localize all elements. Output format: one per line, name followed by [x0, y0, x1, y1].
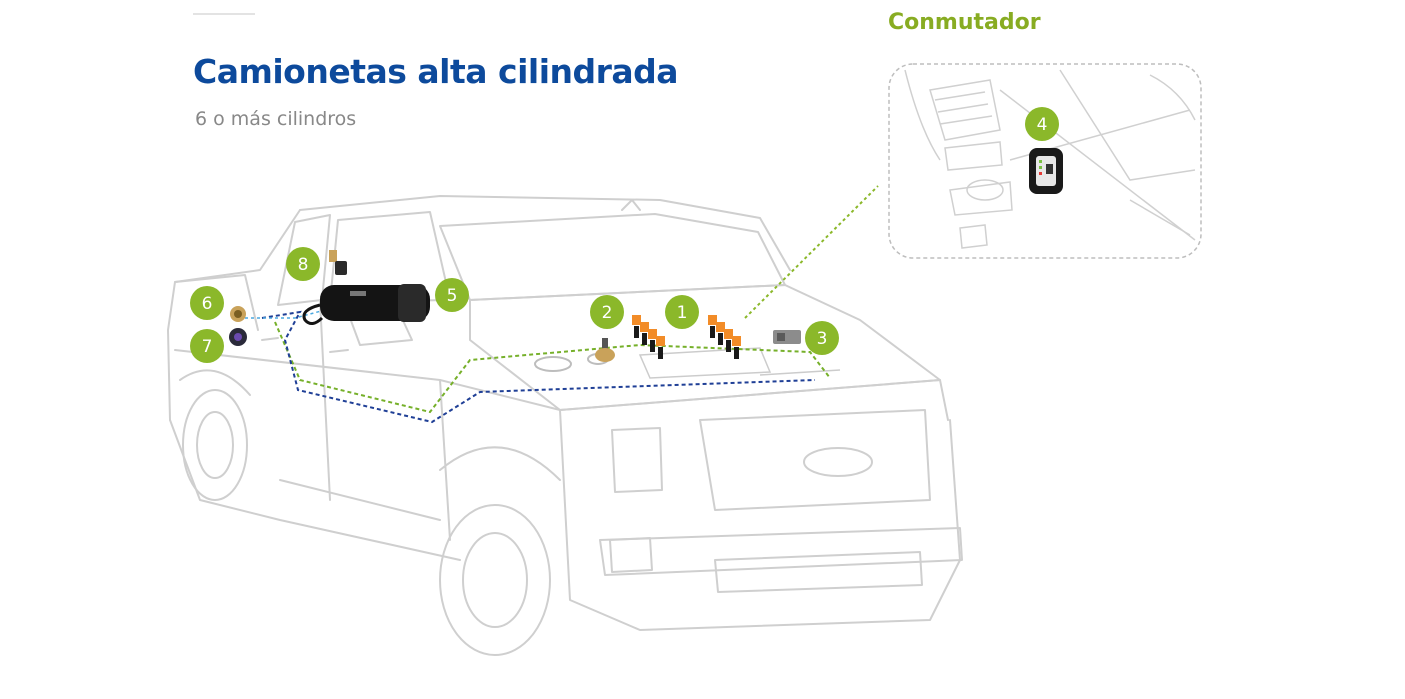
- switch-device: [1029, 148, 1063, 194]
- callout-badge-3: 3: [805, 321, 839, 355]
- callout-number-4: 4: [1037, 115, 1048, 135]
- reducer: [595, 338, 615, 362]
- injectors: [632, 315, 741, 359]
- callout-badge-2: 2: [590, 295, 624, 329]
- blue-fuel-line: [261, 310, 816, 424]
- callout-number-5: 5: [447, 286, 458, 306]
- top-divider: [193, 13, 255, 15]
- filling-valve: [230, 306, 246, 322]
- light-blue-fill-line: [245, 309, 326, 319]
- callout-badge-7: 7: [190, 329, 224, 363]
- callout-number-6: 6: [202, 294, 213, 314]
- filling-cap: [229, 328, 247, 346]
- ecu: [773, 330, 801, 344]
- engine-parts: [534, 347, 841, 379]
- callout-badge-4: 4: [1025, 107, 1059, 141]
- page-title: Camionetas alta cilindrada: [193, 52, 679, 91]
- callout-badge-5: 5: [435, 278, 469, 312]
- page-subtitle: 6 o más cilindros: [195, 108, 357, 130]
- inset-connector-line: [744, 185, 879, 319]
- tank-valve: [329, 250, 347, 275]
- callout-number-7: 7: [202, 337, 213, 357]
- lpg-tank: [302, 284, 430, 325]
- callout-number-8: 8: [298, 255, 309, 275]
- callout-badge-8: 8: [286, 247, 320, 281]
- callout-number-3: 3: [817, 329, 828, 349]
- green-fuel-line: [274, 321, 831, 414]
- callout-number-2: 2: [602, 303, 613, 323]
- callout-badge-6: 6: [190, 286, 224, 320]
- callout-number-1: 1: [677, 303, 688, 323]
- inset-title: Conmutador: [888, 10, 1041, 35]
- callout-badge-1: 1: [665, 295, 699, 329]
